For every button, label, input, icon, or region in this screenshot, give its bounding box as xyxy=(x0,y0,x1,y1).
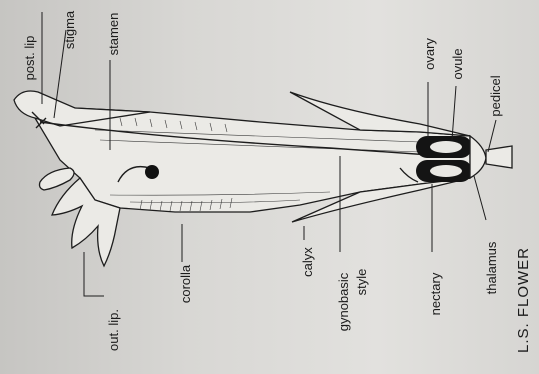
anther xyxy=(145,165,159,179)
pedicel xyxy=(486,146,512,168)
label-nectary: nectary xyxy=(428,272,443,315)
ovule-upper xyxy=(430,141,462,153)
label-gynobasic: gynobasic xyxy=(336,272,351,331)
label-post-lip: post. lip xyxy=(22,36,37,81)
label-style: style xyxy=(354,269,369,296)
lower-petal-lobe xyxy=(40,168,75,190)
flower-drawing xyxy=(14,91,512,266)
caption: L.S. FLOWER xyxy=(515,247,532,353)
ovule-lower xyxy=(430,165,462,177)
label-calyx: calyx xyxy=(300,247,315,277)
label-stamen: stamen xyxy=(106,13,121,56)
label-stigma: stigma xyxy=(62,10,77,49)
label-corolla: corolla xyxy=(178,264,193,303)
label-ovule: ovule xyxy=(450,48,465,79)
thalamus xyxy=(470,136,486,178)
label-out-lip: out. lip. xyxy=(106,309,121,351)
label-thalamus: thalamus xyxy=(484,241,499,294)
label-ovary: ovary xyxy=(422,38,437,70)
label-pedicel: pedicel xyxy=(488,75,503,116)
